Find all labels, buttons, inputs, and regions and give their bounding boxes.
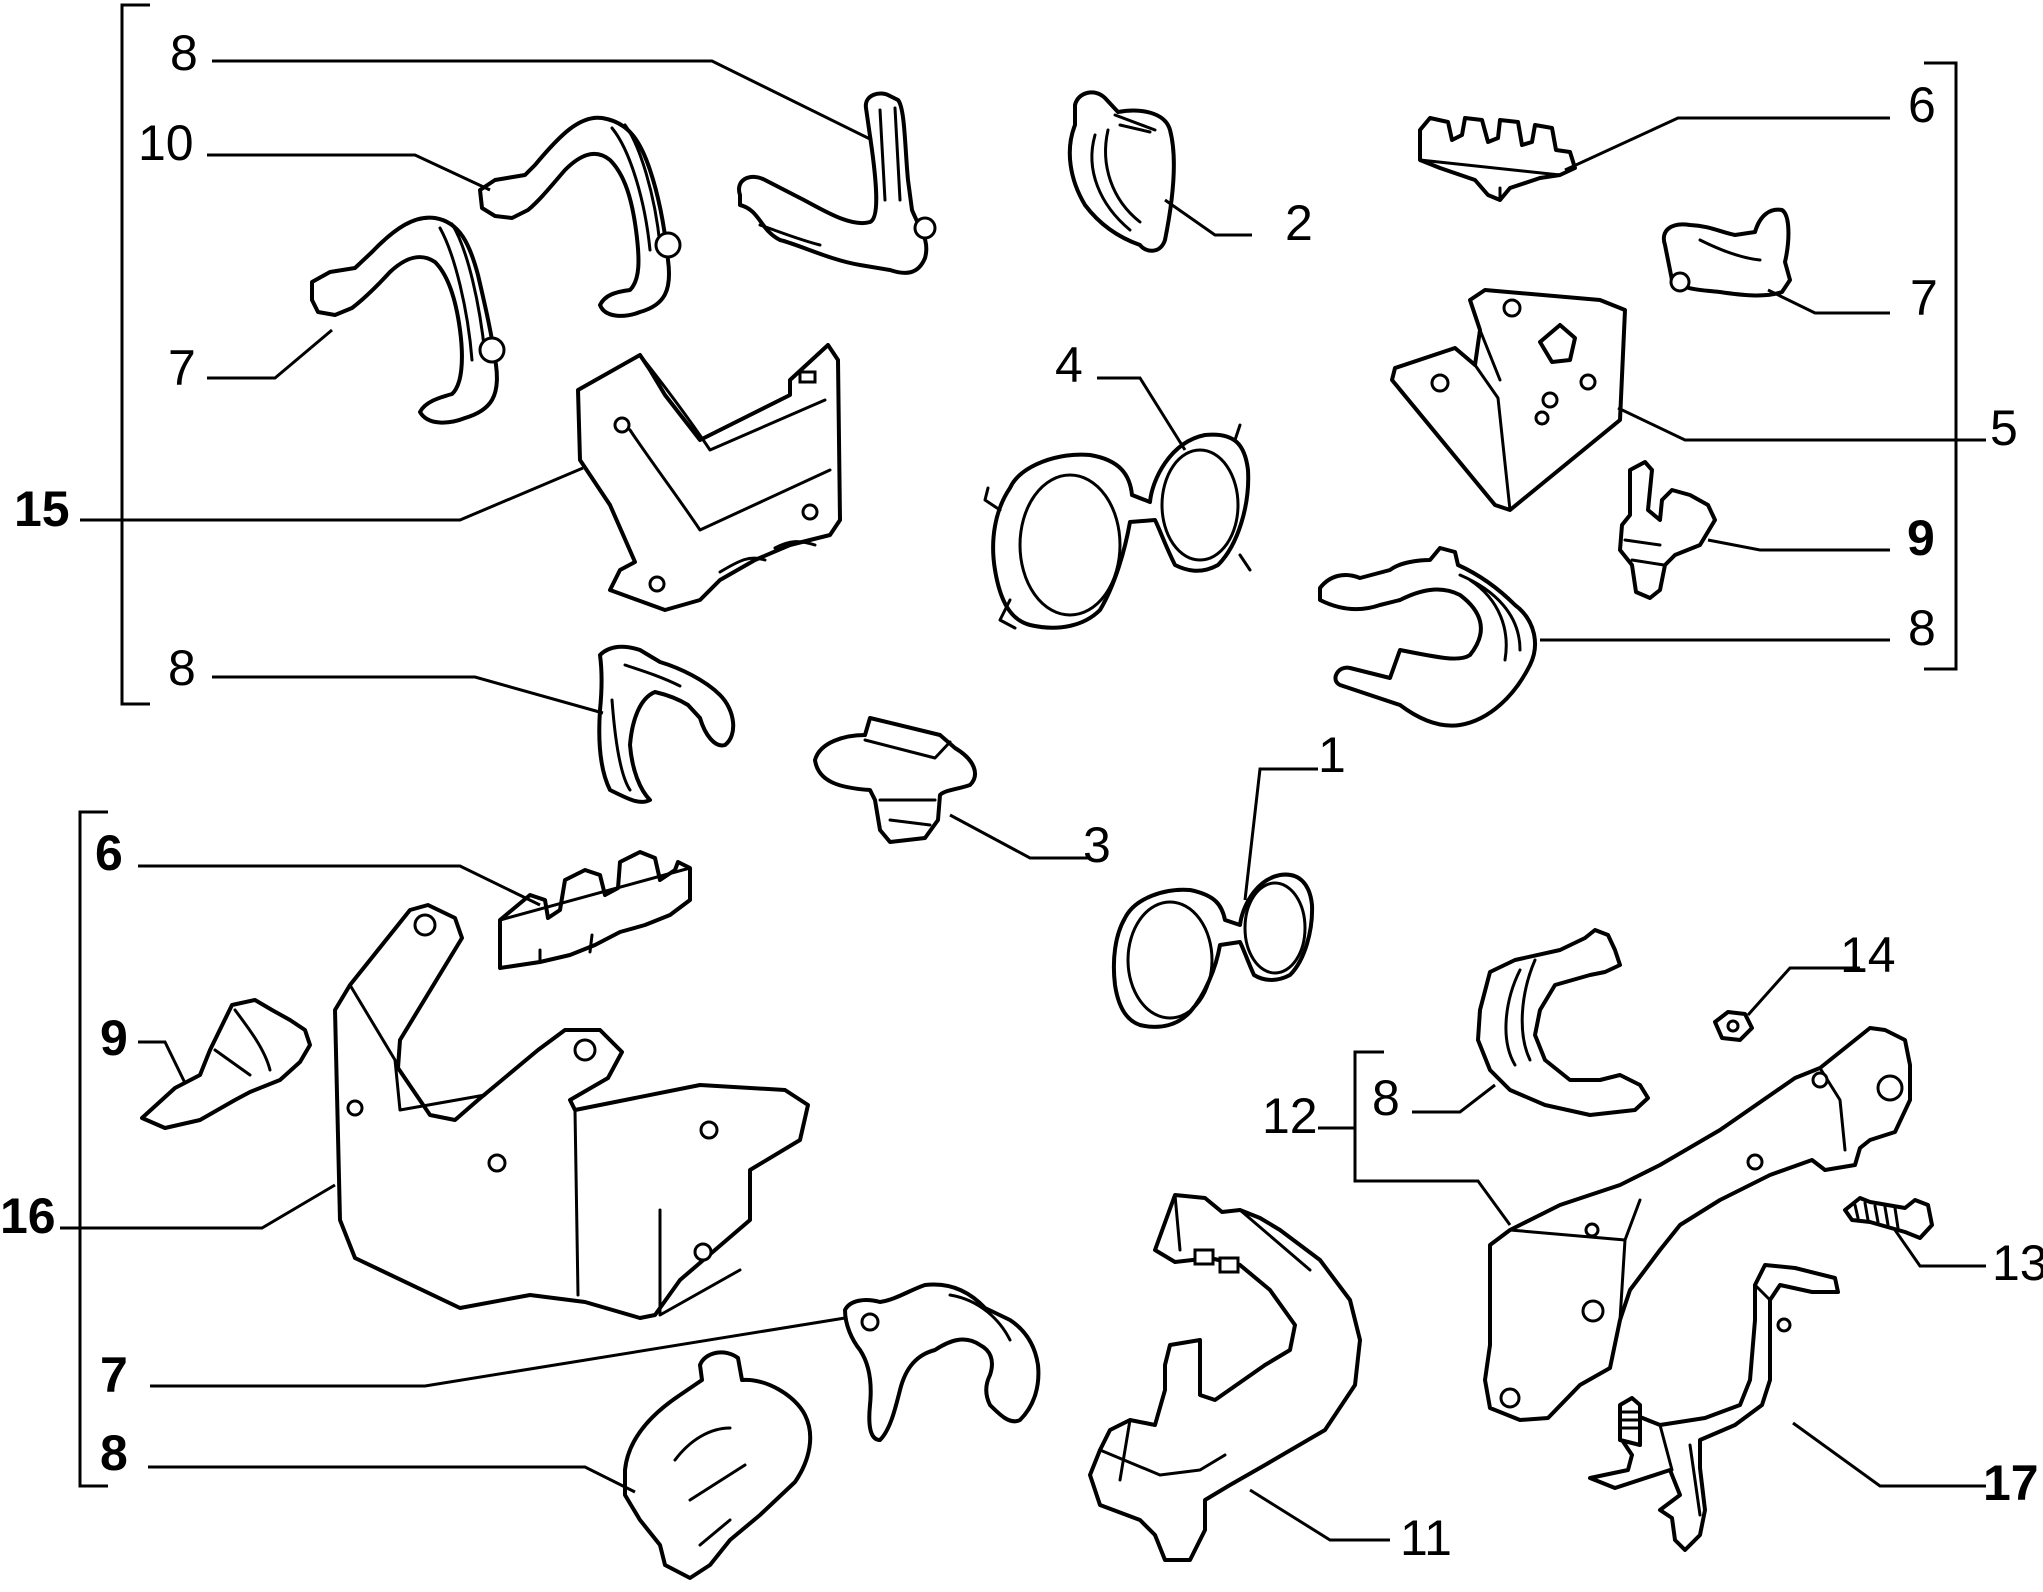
leader-c7-topright — [1767, 288, 1890, 315]
leader-c14 — [1746, 966, 1860, 1016]
callout-7-topright: 7 — [1910, 270, 1938, 326]
leader-c5 — [1617, 406, 1986, 442]
bracket-group-15 — [120, 3, 150, 706]
part-clip-8-lowright — [1476, 928, 1650, 1117]
leader-c12 — [1318, 1126, 1512, 1226]
part-clip-7-topright — [1661, 207, 1792, 298]
leader-c6-left — [138, 864, 541, 907]
callout-6-left: 6 — [95, 825, 123, 881]
leader-c8-lowright — [1412, 1083, 1496, 1114]
part-cable-holder-6-left — [498, 850, 692, 970]
callout-4: 4 — [1055, 337, 1083, 393]
part-bracket-5 — [1390, 288, 1627, 512]
leader-c8-bottom — [148, 1465, 636, 1494]
part-cable-holder-6-top — [1418, 116, 1577, 202]
callout-17: 17 — [1983, 1455, 2039, 1511]
part-hose-clamp-2 — [1067, 90, 1176, 253]
leader-c17 — [1792, 1421, 1986, 1488]
part-connector-9-left — [140, 998, 312, 1130]
callout-15: 15 — [14, 481, 70, 537]
part-holder-11 — [1088, 1193, 1362, 1562]
callout-7-topleft: 7 — [168, 340, 196, 396]
callout-16: 16 — [0, 1188, 56, 1244]
bracket-group-5 — [1924, 61, 1958, 671]
callout-14: 14 — [1840, 927, 1896, 983]
leader-c11 — [1249, 1488, 1390, 1542]
part-double-ring-1 — [1111, 872, 1315, 1029]
callout-2: 2 — [1285, 195, 1313, 251]
callout-8-lowright: 8 — [1372, 1070, 1400, 1126]
leader-c2 — [1164, 198, 1252, 237]
leader-c1 — [1243, 767, 1318, 901]
callout-13: 13 — [1992, 1235, 2043, 1291]
callout-11: 11 — [1400, 1510, 1452, 1566]
part-clip-8-right — [1318, 546, 1537, 728]
callout-1: 1 — [1318, 727, 1346, 783]
leader-c15 — [80, 466, 584, 522]
part-double-ring-4 — [983, 423, 1252, 630]
leader-c13 — [1893, 1229, 1986, 1268]
callout-8-right: 8 — [1908, 600, 1936, 656]
leader-c7-topleft — [207, 328, 333, 380]
part-push-clip-3 — [813, 716, 977, 844]
leader-c8-mid — [212, 675, 604, 715]
callout-8-mid: 8 — [168, 640, 196, 696]
part-clip-10 — [478, 115, 682, 318]
leader-c9-right — [1707, 538, 1890, 552]
part-connector-9-right — [1618, 460, 1717, 600]
leader-c9-left — [138, 1040, 187, 1084]
bracket-group-16 — [78, 810, 108, 1488]
callout-10: 10 — [138, 115, 194, 171]
callout-5: 5 — [1990, 400, 2018, 456]
leader-c4 — [1097, 376, 1187, 451]
leader-c16 — [60, 1183, 336, 1230]
part-clip-8-mid — [597, 644, 736, 804]
part-bracket-16 — [333, 903, 810, 1320]
part-clip-7-bottom — [843, 1282, 1041, 1442]
part-bracket-15 — [576, 343, 842, 612]
part-nut-14 — [1713, 1010, 1754, 1042]
callout-3: 3 — [1083, 817, 1111, 873]
callout-9-left: 9 — [100, 1010, 128, 1066]
part-bracket-17 — [1588, 1263, 1840, 1552]
callout-8-bottom: 8 — [100, 1425, 128, 1481]
leader-c10 — [207, 153, 491, 192]
part-clip-7-topleft — [310, 215, 506, 425]
callout-8-top: 8 — [170, 25, 198, 81]
leader-c6-top — [1564, 116, 1890, 172]
callout-6-top: 6 — [1908, 77, 1936, 133]
leader-c3 — [949, 813, 1090, 860]
callout-7-bottom: 7 — [100, 1347, 128, 1403]
part-bracket-12 — [1483, 1026, 1912, 1422]
leader-c8-top — [212, 59, 873, 142]
part-clip-8-bottom — [623, 1350, 813, 1580]
callout-12: 12 — [1262, 1088, 1318, 1144]
callout-9-right: 9 — [1907, 510, 1935, 566]
part-bolt-13 — [1843, 1196, 1934, 1240]
part-clip-8-top — [737, 91, 937, 275]
leader-c7-bottom — [150, 1316, 846, 1388]
